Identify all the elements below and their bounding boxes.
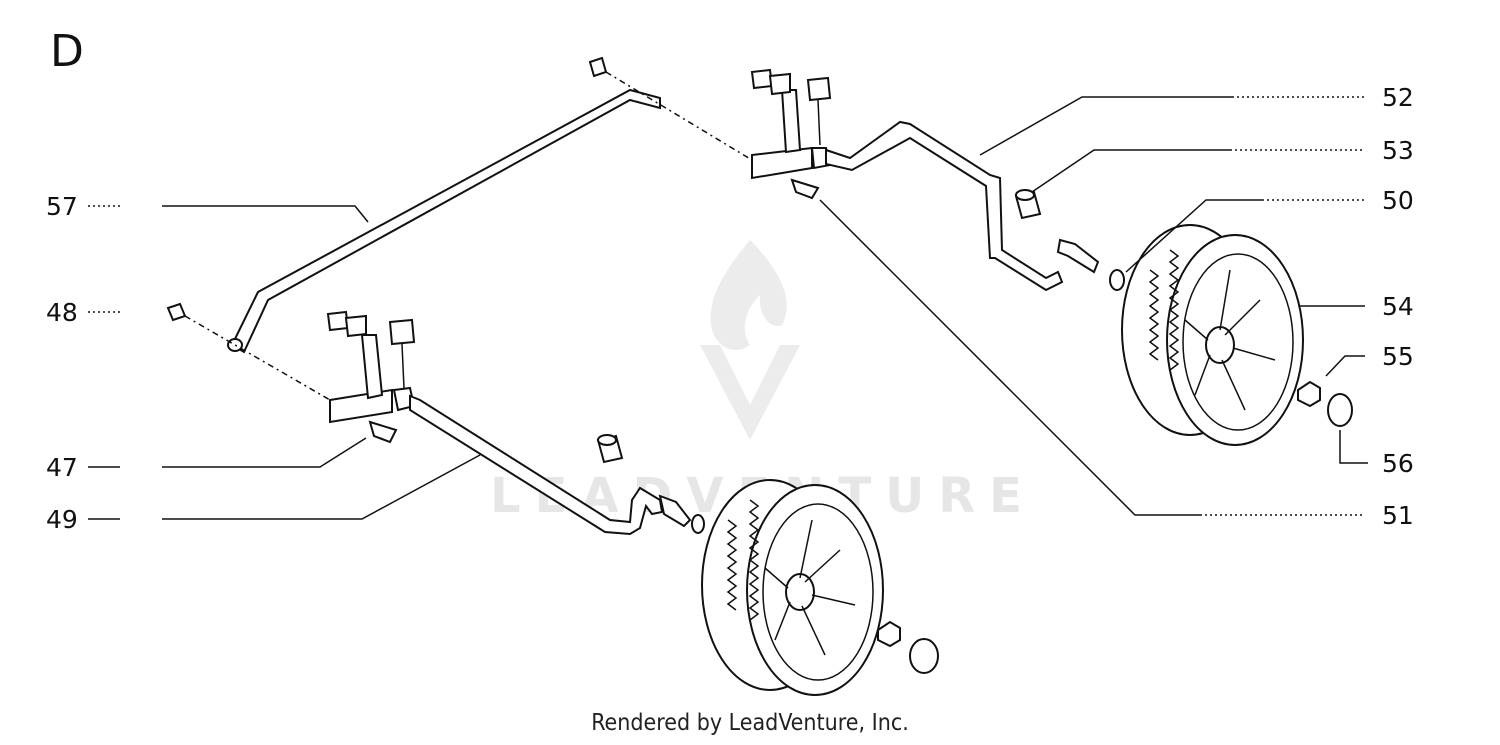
- washer-front: [691, 514, 705, 534]
- axle-stub-right: [1056, 238, 1100, 274]
- callout-48: 48: [46, 298, 78, 327]
- hub-cap-56: [1327, 393, 1353, 427]
- assembly-line-48: [184, 315, 331, 401]
- bolt-47: [368, 420, 398, 444]
- front-axle-rod: [409, 394, 664, 536]
- callout-49: 49: [46, 505, 78, 534]
- leader-lines: [88, 96, 1368, 520]
- rear-axle-rod: [825, 120, 1064, 292]
- nut-55: [1297, 380, 1321, 408]
- callout-50: 50: [1382, 186, 1414, 215]
- callout-51: 51: [1382, 501, 1414, 530]
- section-letter: D: [50, 26, 84, 77]
- callout-54: 54: [1382, 292, 1414, 321]
- callout-55: 55: [1382, 342, 1414, 371]
- axle-stub-left: [658, 494, 692, 528]
- front-height-bracket: [326, 310, 416, 424]
- callout-53: 53: [1382, 136, 1414, 165]
- assembly-line-upper: [605, 71, 753, 161]
- rear-wheel-54: [1121, 224, 1304, 446]
- callout-56: 56: [1382, 449, 1414, 478]
- rear-height-bracket: [750, 68, 832, 180]
- callout-57: 57: [46, 192, 78, 221]
- nut-upper: [588, 56, 608, 78]
- callout-47: 47: [46, 453, 78, 482]
- nut-48: [166, 302, 187, 322]
- front-wheel: [701, 479, 884, 696]
- front-hub-cap: [909, 638, 939, 674]
- front-nut: [877, 620, 901, 648]
- callout-52: 52: [1382, 83, 1414, 112]
- watermark-logo-icon: [700, 240, 800, 440]
- bolt-51: [790, 178, 820, 200]
- bushing-front: [596, 434, 624, 464]
- connecting-rod-57: [227, 88, 661, 354]
- washer-50: [1109, 269, 1125, 291]
- footer-credit: Rendered by LeadVenture, Inc.: [591, 710, 909, 736]
- bushing-53: [1014, 189, 1042, 220]
